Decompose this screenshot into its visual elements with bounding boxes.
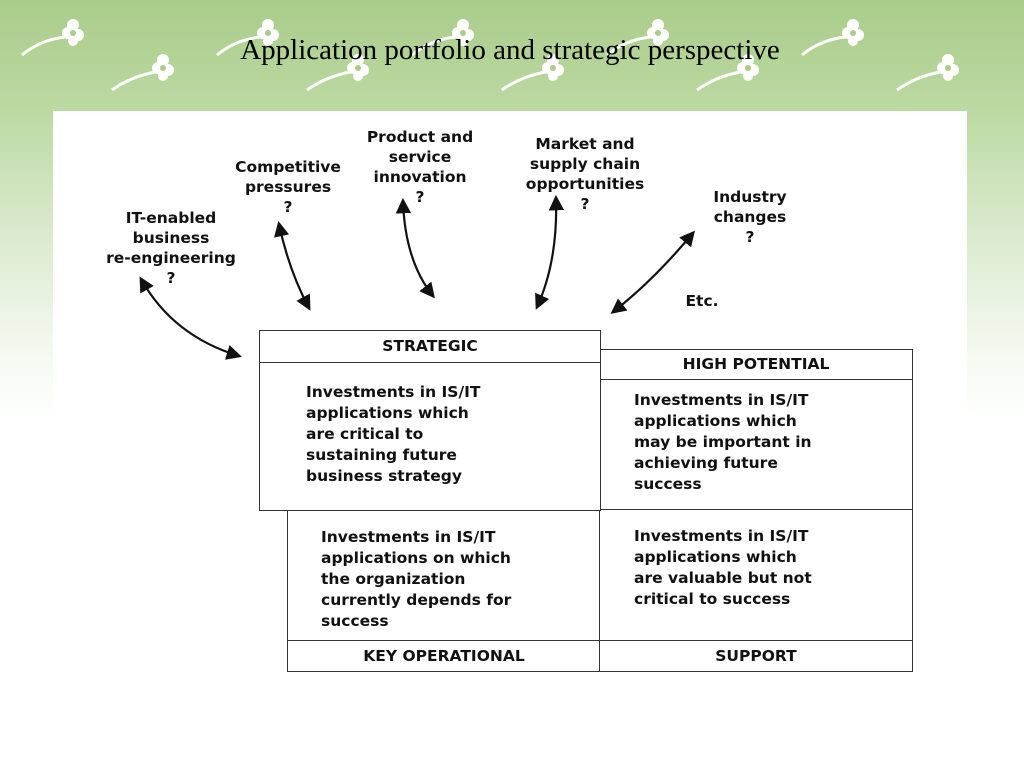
flower-decoration-icon: [410, 15, 480, 70]
slide-title: Application portfolio and strategic pers…: [240, 34, 780, 66]
flower-decoration-icon: [605, 15, 675, 70]
key-operational-description: Investments in IS/IT applications on whi…: [321, 528, 512, 630]
high-potential-header: HIGH POTENTIAL: [682, 355, 830, 373]
strategic-description: Investments in IS/IT applications which …: [306, 383, 481, 485]
flower-decoration-icon: [110, 52, 180, 102]
pressure-reengineering: IT-enabled business re-engineering ?: [106, 209, 236, 287]
flower-decoration-icon: [20, 15, 90, 70]
arrow-industry: [610, 230, 695, 314]
flower-decoration-icon: [895, 52, 965, 102]
high-potential-header-box: [599, 349, 913, 380]
arrow-market: [535, 194, 565, 310]
pressure-innovation: Product and service innovation ?: [366, 128, 474, 206]
support-header-box: [599, 640, 913, 672]
pressure-market: Market and supply chain opportunities ?: [525, 135, 645, 213]
flower-decoration-icon: [500, 52, 570, 102]
arrow-innovation: [395, 197, 435, 299]
support-header: SUPPORT: [715, 647, 797, 665]
arrow-reengineering: [139, 276, 242, 360]
flower-decoration-icon: [695, 52, 765, 102]
strategic-header-box: [259, 330, 601, 363]
key-operational-header-box: [287, 640, 601, 672]
flower-decoration-icon: [305, 52, 375, 102]
pressure-etc: Etc.: [685, 292, 719, 310]
high-potential-description: Investments in IS/IT applications which …: [634, 391, 812, 493]
strategic-header: STRATEGIC: [382, 337, 478, 355]
key-operational-header: KEY OPERATIONAL: [363, 647, 525, 665]
arrow-competitive: [274, 220, 311, 311]
pressure-competitive: Competitive pressures ?: [235, 158, 341, 216]
pressure-industry: Industry changes ?: [713, 188, 787, 246]
flower-decoration-icon: [215, 15, 285, 70]
flower-decoration-icon: [800, 15, 870, 70]
support-description: Investments in IS/IT applications which …: [634, 527, 812, 608]
